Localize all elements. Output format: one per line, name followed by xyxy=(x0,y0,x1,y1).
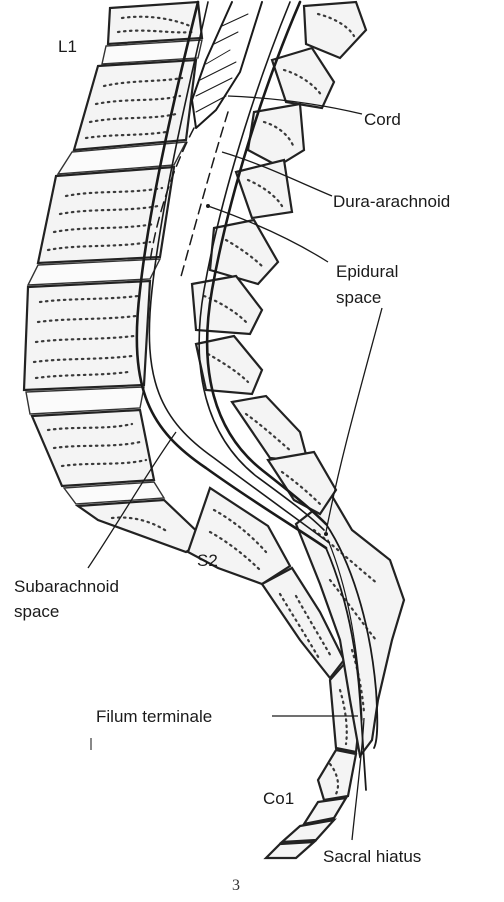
sacrum-coccyx xyxy=(78,488,404,858)
label-dura-arachnoid: Dura-arachnoid xyxy=(333,192,450,211)
label-filum-terminale: Filum terminale xyxy=(96,707,212,726)
label-sacral-hiatus: Sacral hiatus xyxy=(323,847,421,866)
label-epidural-line1: Epidural xyxy=(336,262,398,281)
label-subarachnoid-line2: space xyxy=(14,602,59,621)
lumbar-vertebral-bodies xyxy=(24,2,202,504)
label-cord: Cord xyxy=(364,110,401,129)
page-number: 3 xyxy=(232,877,240,894)
label-co1: Co1 xyxy=(263,789,294,808)
label-s2: S2 xyxy=(197,551,218,570)
label-l1: L1 xyxy=(58,37,77,56)
label-epidural-line2: space xyxy=(336,288,381,307)
label-subarachnoid-line1: Subarachnoid xyxy=(14,577,119,596)
